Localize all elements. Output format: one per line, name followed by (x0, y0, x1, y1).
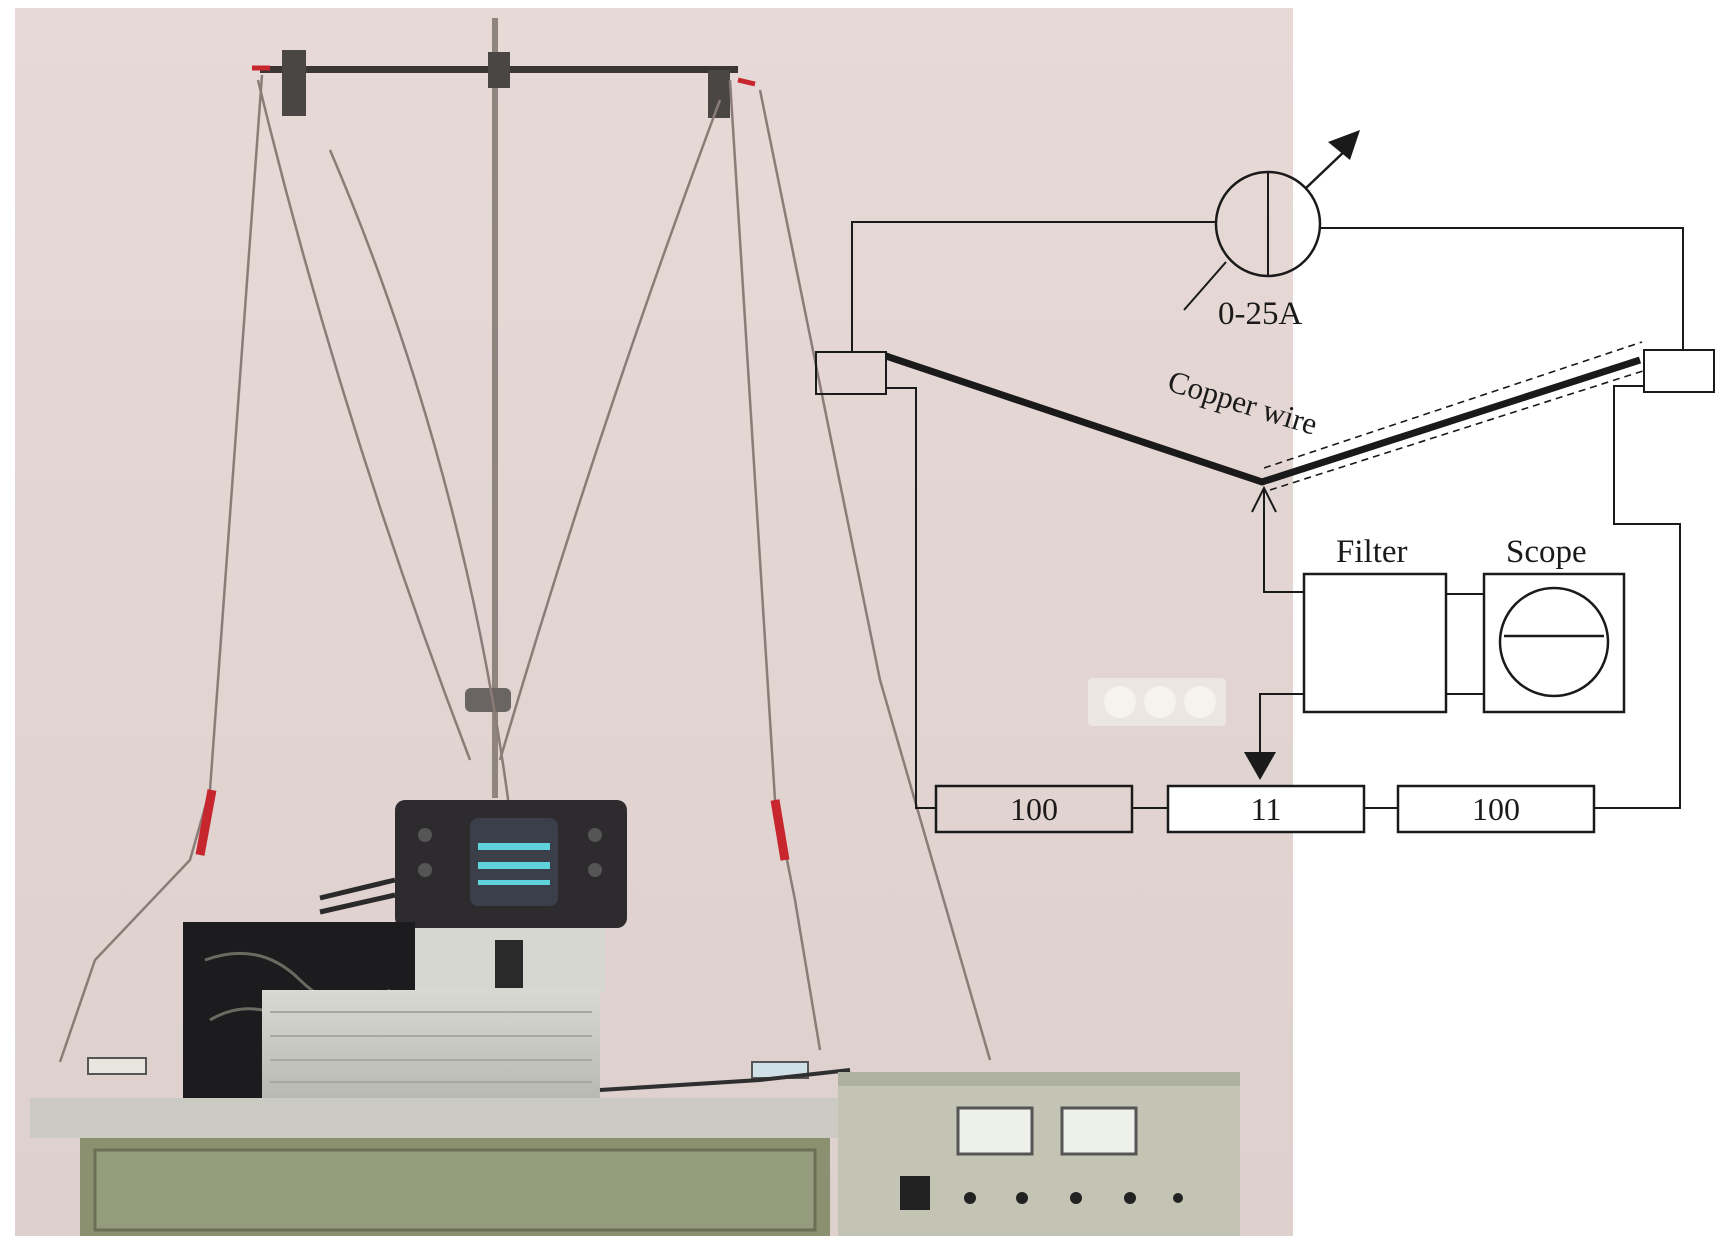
resistor-2-value: 11 (1251, 791, 1282, 827)
red-connector-left (195, 789, 217, 856)
right-return-wire (1594, 385, 1681, 809)
bench-resistor-left (87, 1057, 147, 1075)
filter-output-line (1259, 693, 1304, 754)
filter-label: Filter (1336, 534, 1408, 570)
adjust-arrow-line (1305, 147, 1349, 189)
copper-wire (884, 352, 1642, 486)
power-supply (838, 1072, 1240, 1236)
filter-output-arrow (1244, 752, 1276, 780)
scope-label: Scope (1506, 534, 1587, 570)
probe-arrow (1251, 485, 1277, 513)
ammeter-lead-left (851, 221, 1216, 352)
lab-photo (15, 8, 1293, 1236)
probe-line (1263, 490, 1304, 593)
terminal-left (815, 351, 887, 395)
left-return-wire (886, 387, 936, 809)
resistor-3-value: 100 (1472, 791, 1520, 827)
mid-clamp (465, 688, 511, 712)
bench-panel (93, 1148, 817, 1232)
scope-leads (319, 877, 396, 915)
circuit-schematic (815, 130, 1715, 834)
bench-top (30, 1098, 870, 1138)
resistor-1-value: 100 (1010, 791, 1058, 827)
metal-box-pattern (270, 1011, 592, 1083)
lead-to-supply (599, 1068, 851, 1092)
clamp-center (488, 52, 510, 88)
stand-pole (492, 18, 498, 798)
red-connector-right (770, 799, 790, 861)
resistor-2 (1166, 784, 1366, 834)
suspension-wires (58, 74, 992, 1063)
ammeter-range-label: 0-25A (1218, 296, 1302, 332)
oscilloscope (395, 800, 627, 992)
clamp-right (708, 70, 730, 118)
metal-box-photo (262, 990, 600, 1098)
ammeter-lead-right (1320, 227, 1684, 352)
clamp-left (282, 50, 306, 116)
scope-screen-icon (1498, 586, 1610, 698)
wall-socket (1088, 678, 1226, 726)
filter-scope-link (1446, 593, 1484, 695)
terminal-right (1643, 349, 1715, 393)
resistor-3 (1396, 784, 1596, 834)
adjust-arrow-head (1328, 130, 1360, 160)
red-lead-top-right (737, 77, 756, 87)
filter-block (1302, 572, 1448, 714)
scope-block (1482, 572, 1626, 714)
ammeter (1183, 130, 1360, 311)
wire-shield-dash (1263, 341, 1647, 491)
range-tick (1183, 261, 1227, 311)
